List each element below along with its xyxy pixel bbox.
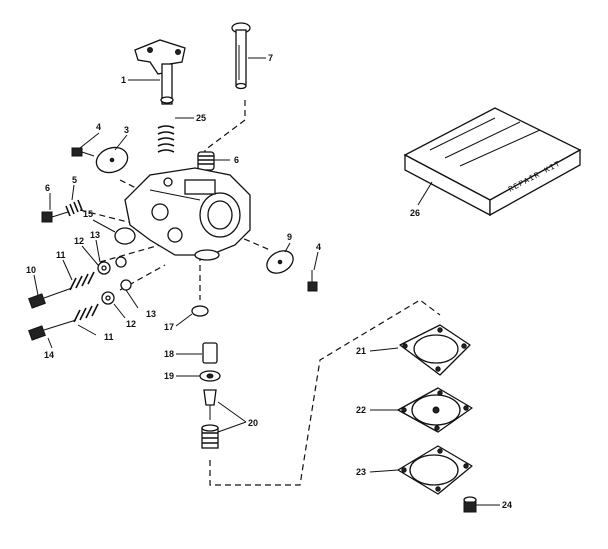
part-10-main-needle [28,287,73,309]
part-13-ring-lower [120,279,132,291]
callout-12-upper: 12 [74,236,84,246]
part-4-screw-left [71,147,95,157]
part-6-spring-upper [197,151,215,171]
callout-11-lower: 11 [104,332,114,342]
callout-15: 15 [83,209,93,219]
callout-13-upper: 13 [90,230,100,240]
callout-labels: 1 7 25 4 3 6 6 5 15 13 12 11 10 9 4 12 1… [26,53,512,510]
part-19-washer [199,370,221,382]
part-14-idle-needle [28,319,77,341]
part-7-choke-shaft [231,22,251,90]
callout-19: 19 [164,371,174,381]
part-23-cover [397,445,473,495]
callout-18: 18 [164,349,174,359]
part-13-ring-upper [115,256,127,268]
callout-23: 23 [356,467,366,477]
dashed-guide-lines [79,100,441,486]
callout-10: 10 [26,265,36,275]
callout-5: 5 [72,175,77,185]
callout-6-upper: 6 [234,155,239,165]
callout-4-left: 4 [96,122,101,132]
part-11-spring-upper [69,271,95,291]
part-5-idle-screw [41,199,83,223]
leader-lines [33,57,500,506]
part-25-spring [157,125,175,153]
part-15-cup-plug [114,227,136,245]
part-18-spring [202,342,218,364]
part-20-inlet-needle-seat [201,389,219,449]
part-3-throttle-disc [95,146,129,174]
part-9-choke-plate [266,250,294,274]
part-21-gasket [399,324,471,376]
callout-11-upper: 11 [56,250,66,260]
part-12-washer-lower [101,291,115,305]
callout-21: 21 [356,346,366,356]
callout-9: 9 [287,232,292,242]
callout-1: 1 [121,75,126,85]
part-17-o-ring [191,305,209,317]
callout-4-right: 4 [316,242,321,252]
part-4-screw-right [307,270,318,292]
callout-26: 26 [410,208,420,218]
callout-13-lower: 13 [146,309,156,319]
callout-14: 14 [44,350,54,360]
callout-17: 17 [164,322,174,332]
part-22-diaphragm [397,387,473,433]
part-11-spring-lower [73,303,99,323]
callout-7: 7 [268,53,273,63]
part-24-screw [463,496,477,513]
part-1-throttle-shaft [134,39,186,105]
repair-kit-box: REPAIR KIT [403,107,582,217]
callout-6-left: 6 [45,183,50,193]
callout-3: 3 [124,125,129,135]
callout-20: 20 [248,418,258,428]
carburetor-body [124,167,251,261]
callout-12-lower: 12 [126,319,136,329]
callout-22: 22 [356,405,366,415]
part-12-washer-upper [97,261,111,275]
callout-24: 24 [502,500,512,510]
callout-25: 25 [196,113,206,123]
